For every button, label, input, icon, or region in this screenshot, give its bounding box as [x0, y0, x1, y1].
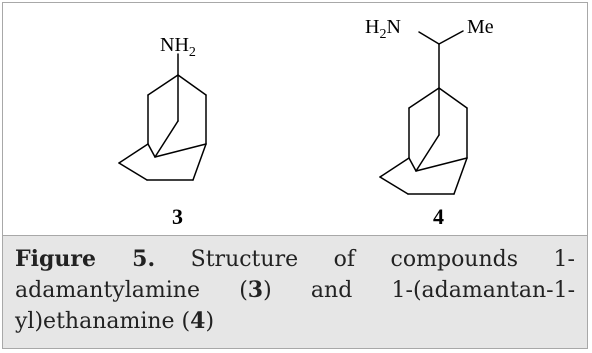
caption-ref-3: 3	[247, 277, 264, 303]
caption-text-2: ) and 1-(adamantan-1-yl)ethanamine (	[15, 278, 576, 334]
amine-group-label: NH2	[160, 34, 196, 60]
adamantane-structure-right	[379, 30, 468, 195]
methyl-group-label: Me	[467, 16, 494, 38]
caption-ref-4: 4	[190, 308, 206, 334]
caption-text-3: )	[205, 309, 215, 334]
caption-box: Figure 5. Structure of compounds 1-adama…	[3, 235, 587, 348]
chemical-structures-drawing: NH2 3 H2N Me 4	[118, 16, 494, 229]
figure-label: Figure 5.	[15, 246, 156, 272]
compound-number-3: 3	[172, 204, 183, 229]
compound-number-4: 4	[433, 204, 444, 229]
adamantane-structure-left	[118, 53, 207, 181]
structure-area: NH2 3 H2N Me 4	[3, 3, 587, 235]
amine-group-label-right: H2N	[365, 16, 401, 42]
figure-caption: Figure 5. Structure of compounds 1-adama…	[15, 244, 575, 337]
caption-text-1: Structure of compounds 1-adamantylamine …	[15, 247, 575, 303]
figure-panel: NH2 3 H2N Me 4	[2, 2, 588, 349]
